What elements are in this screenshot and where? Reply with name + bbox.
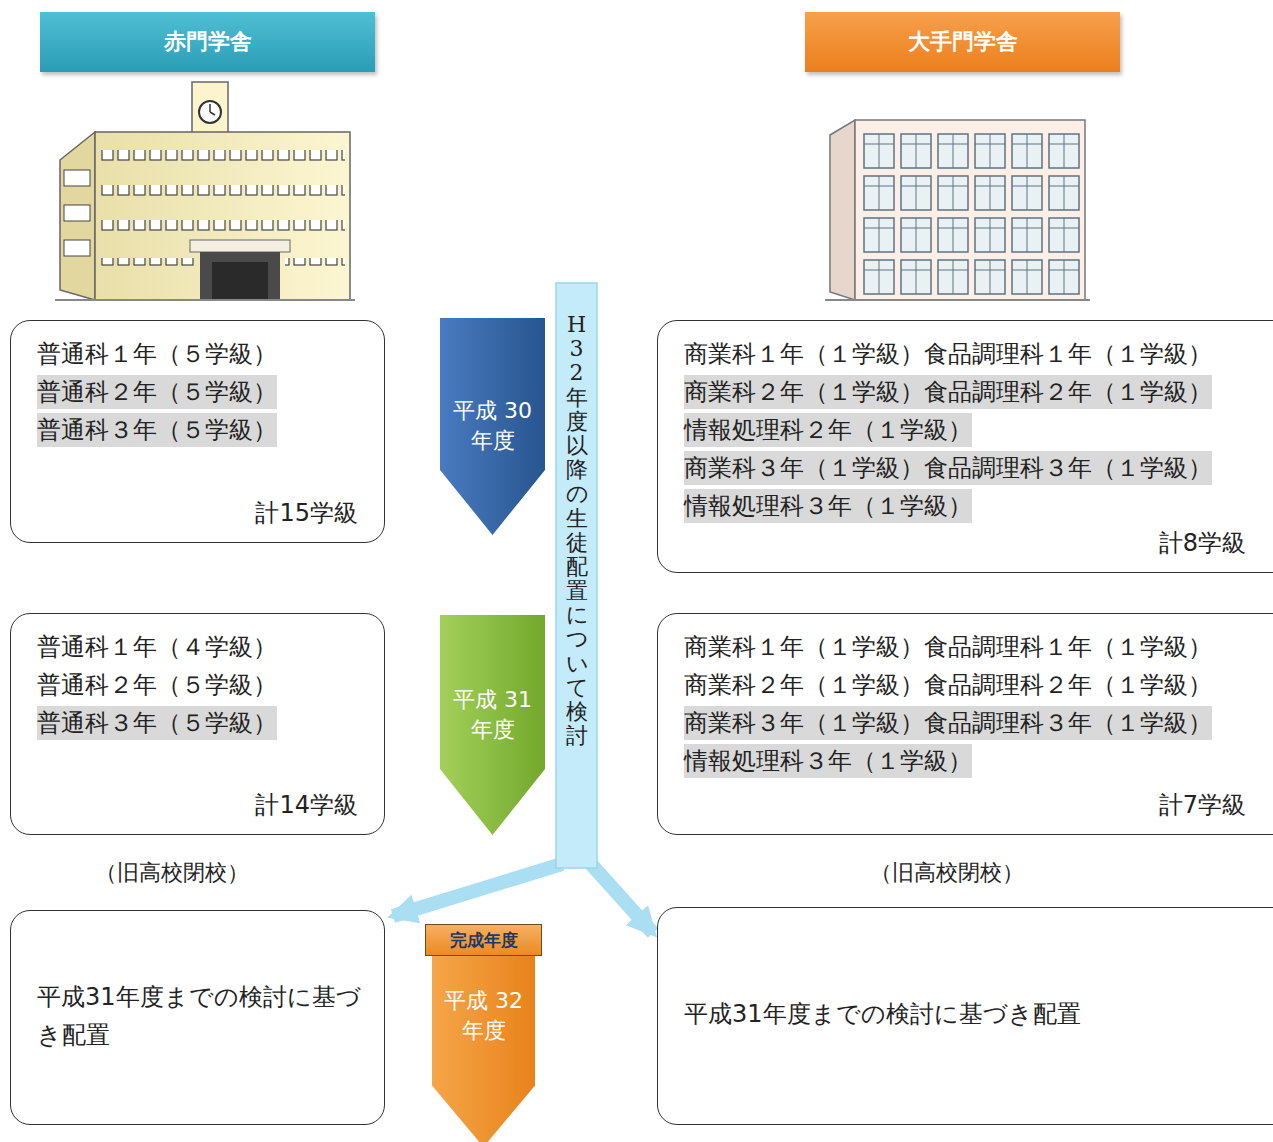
class-box: 商業科１年（１学級）食品調理科１年（１学級） 商業科２年（１学級）食品調理科２年（…: [657, 613, 1273, 835]
closure-note: （旧高校閉校）: [870, 858, 1024, 888]
class-total: 計15学級: [255, 496, 358, 530]
year-arrow: 平成 31年度: [440, 615, 545, 835]
class-line: 商業科２年（１学級）食品調理科２年（１学級）: [684, 668, 1212, 702]
completion-label: 完成年度: [450, 929, 518, 952]
year-label: 平成 30年度: [453, 396, 533, 456]
left-building: [55, 82, 355, 300]
class-box: 普通科１年（４学級） 普通科２年（５学級） 普通科３年（５学級） 計14学級: [10, 613, 385, 835]
class-line: 商業科１年（１学級）食品調理科１年（１学級）: [684, 630, 1212, 664]
arrow-shape: [440, 318, 545, 535]
right-building: [825, 120, 1090, 300]
class-line: 商業科２年（１学級）食品調理科２年（１学級）: [684, 375, 1212, 409]
completion-tag: 完成年度: [425, 924, 542, 956]
plan-box: 平成31年度までの検討に基づき配置: [10, 910, 385, 1125]
class-line: 普通科１年（５学級）: [37, 337, 277, 371]
class-total: 計8学級: [1159, 526, 1246, 560]
class-line: 普通科３年（５学級）: [37, 413, 277, 447]
class-line: 普通科２年（５学級）: [37, 668, 277, 702]
class-total: 計7学級: [1159, 788, 1246, 822]
school-banner: 大手門学舎: [805, 12, 1120, 72]
split-arrow: [393, 864, 562, 916]
class-total: 計14学級: [255, 788, 358, 822]
class-box: 商業科１年（１学級）食品調理科１年（１学級） 商業科２年（１学級）食品調理科２年（…: [657, 320, 1273, 573]
class-line: 商業科３年（１学級）食品調理科３年（１学級）: [684, 706, 1212, 740]
school-name: 赤門学舎: [164, 27, 252, 57]
class-box: 普通科１年（５学級） 普通科２年（５学級） 普通科３年（５学級） 計15学級: [10, 320, 385, 543]
class-line: 商業科３年（１学級）食品調理科３年（１学級）: [684, 451, 1212, 485]
class-line: 普通科２年（５学級）: [37, 375, 277, 409]
plan-text: 平成31年度までの検討に基づき配置: [684, 995, 1273, 1033]
class-line: 普通科１年（４学級）: [37, 630, 277, 664]
school-banner: 赤門学舎: [40, 12, 375, 72]
class-line: 商業科１年（１学級）食品調理科１年（１学級）: [684, 337, 1212, 371]
split-arrow: [591, 864, 653, 933]
year-arrow: 平成 30年度: [440, 318, 545, 535]
class-line: 情報処理科２年（１学級）: [684, 413, 972, 447]
year-label: 平成 31年度: [453, 685, 533, 745]
class-line: 普通科３年（５学級）: [37, 706, 277, 740]
closure-note: （旧高校閉校）: [95, 858, 249, 888]
year-label: 平成 32年度: [444, 986, 524, 1046]
class-line: 情報処理科３年（１学級）: [684, 744, 972, 778]
year-arrow: 平成 32年度: [432, 942, 535, 1142]
review-band: H32年度以降の生徒配置について検討: [556, 283, 597, 868]
plan-box: 平成31年度までの検討に基づき配置: [657, 907, 1273, 1125]
plan-text: 平成31年度までの検討に基づき配置: [37, 978, 364, 1054]
school-name: 大手門学舎: [908, 27, 1018, 57]
review-note: H32年度以降の生徒配置について検討: [566, 313, 588, 748]
class-line: 情報処理科３年（１学級）: [684, 489, 972, 523]
